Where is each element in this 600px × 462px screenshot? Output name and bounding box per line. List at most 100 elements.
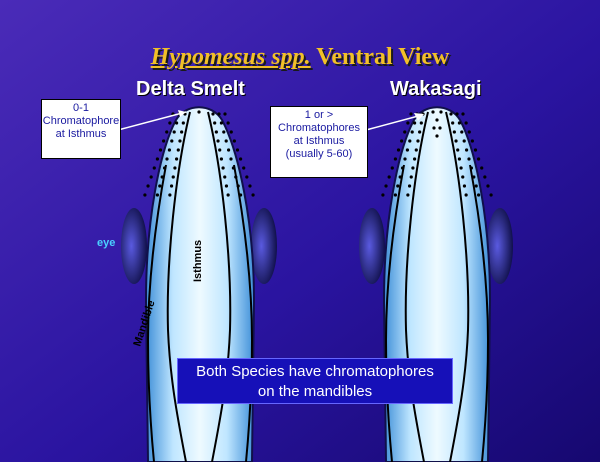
left-mandible-dot [172, 130, 176, 134]
right-mandible-dot [411, 166, 415, 170]
left-mandible-dot [226, 193, 230, 197]
right-mandible-dot [393, 157, 397, 161]
right-mandible-dot [413, 121, 417, 125]
right-mandible-dot [452, 130, 456, 134]
left-mandible-dot [160, 175, 164, 179]
left-mandible-dot [223, 175, 227, 179]
right-mandible-dot [460, 130, 464, 134]
left-mandible-dot [221, 166, 225, 170]
right-fish-mandible-line-outer-l [384, 164, 405, 462]
eye-label: eye [97, 237, 115, 249]
right-mandible-dot [464, 193, 468, 197]
left-mandible-dot [178, 139, 182, 143]
scientific-name: Hypomesus spp. [150, 44, 311, 70]
right-mandible-dot [387, 175, 391, 179]
right-callout-pointer [365, 114, 423, 131]
left-fish-chromatophores [143, 110, 255, 197]
left-mandible-dot [158, 148, 163, 152]
left-mandible-dot [180, 130, 184, 134]
isthmus-label: Isthmus [192, 240, 204, 282]
right-mandible-dot [406, 121, 410, 125]
left-callout-line-2: Chromatophore [42, 115, 120, 127]
right-isthmus-dot [435, 134, 439, 138]
left-fish-right-eye [251, 208, 277, 284]
left-isthmus-dot [197, 110, 201, 114]
left-mandible-dot [181, 121, 185, 125]
left-mandible-dot [155, 157, 159, 161]
right-fish-mandible-line-outer-r [469, 164, 490, 462]
right-mandible-dot [454, 139, 458, 143]
left-mandible-dot [163, 166, 167, 170]
right-mandible-dot [396, 184, 400, 188]
page-title: Hypomesus spp. Ventral View [0, 44, 600, 71]
left-fish-mandible-line-outer-l [146, 164, 167, 462]
right-mandible-dot [456, 148, 460, 152]
left-fish-mandible-line-l [166, 111, 191, 462]
left-mandible-dot [229, 157, 233, 161]
right-mandible-dot [408, 139, 412, 143]
right-mandible-dot [416, 139, 420, 143]
right-mandible-dot [462, 184, 467, 188]
left-mandible-dot [175, 121, 179, 125]
right-mandible-dot [381, 193, 385, 197]
left-mandible-dot [239, 193, 243, 197]
right-mandible-dot [455, 112, 459, 116]
left-mandible-dot [152, 166, 156, 170]
left-mandible-dot [224, 139, 228, 143]
right-mandible-dot [410, 130, 414, 134]
left-callout-line-1: 0-1 [73, 102, 89, 114]
right-callout-line-4: (usually 5-60) [285, 148, 353, 160]
left-mandible-dot [245, 175, 249, 179]
right-fish-left-eye [359, 208, 385, 284]
left-mandible-dot [158, 184, 162, 188]
left-mandible-dot [162, 139, 166, 143]
left-fish-left-eye [121, 208, 147, 284]
left-mandible-dot [227, 148, 231, 152]
right-mandible-dot [419, 121, 423, 125]
left-mandible-dot [170, 139, 174, 143]
left-mandible-dot [239, 157, 243, 161]
right-mandible-dot [483, 175, 487, 179]
left-mandible-dot [236, 184, 240, 188]
right-fish-right-eye [487, 208, 513, 284]
left-mandible-dot [214, 130, 218, 134]
left-callout-arrowhead [178, 110, 186, 117]
right-fish-body [382, 106, 492, 462]
right-mandible-dot [461, 112, 465, 116]
left-callout: 0-1 Chromatophore at Isthmus [41, 99, 121, 159]
right-mandible-dot [489, 193, 493, 197]
left-mandible-dot [229, 130, 233, 134]
right-mandible-dot [413, 157, 417, 161]
left-mandible-dot [248, 184, 252, 188]
left-mandible-dot [146, 184, 150, 188]
right-mandible-dot [486, 184, 490, 188]
right-mandible-dot [477, 193, 481, 197]
right-mandible-dot [464, 121, 468, 125]
right-callout-arrowhead [414, 113, 424, 121]
right-mandible-dot [401, 166, 405, 170]
right-mandible-dot [457, 121, 461, 125]
left-mandible-dot [226, 121, 230, 125]
right-fish-chromatophores [381, 110, 493, 197]
left-mandible-dot [169, 184, 174, 188]
left-mandible-dot [155, 193, 159, 197]
left-mandible-dot [173, 166, 177, 170]
left-mandible-dot [149, 175, 153, 179]
right-isthmus-dot [439, 110, 443, 114]
right-mandible-dot [414, 148, 418, 152]
right-isthmus-dot [431, 110, 435, 114]
left-mandible-dot [176, 148, 180, 152]
left-mandible-dot [222, 130, 226, 134]
left-mandible-dot [231, 166, 235, 170]
left-mandible-dot [211, 112, 215, 116]
left-mandible-dot [175, 157, 179, 161]
right-mandible-dot [465, 148, 469, 152]
left-mandible-dot [251, 193, 255, 197]
left-fish-mandible-line-outer-r [233, 164, 254, 462]
left-mandible-dot [223, 112, 227, 116]
right-mandible-dot [418, 130, 422, 134]
right-mandible-dot [462, 139, 466, 143]
right-mandible-dot [405, 148, 409, 152]
right-mandible-dot [400, 139, 404, 143]
